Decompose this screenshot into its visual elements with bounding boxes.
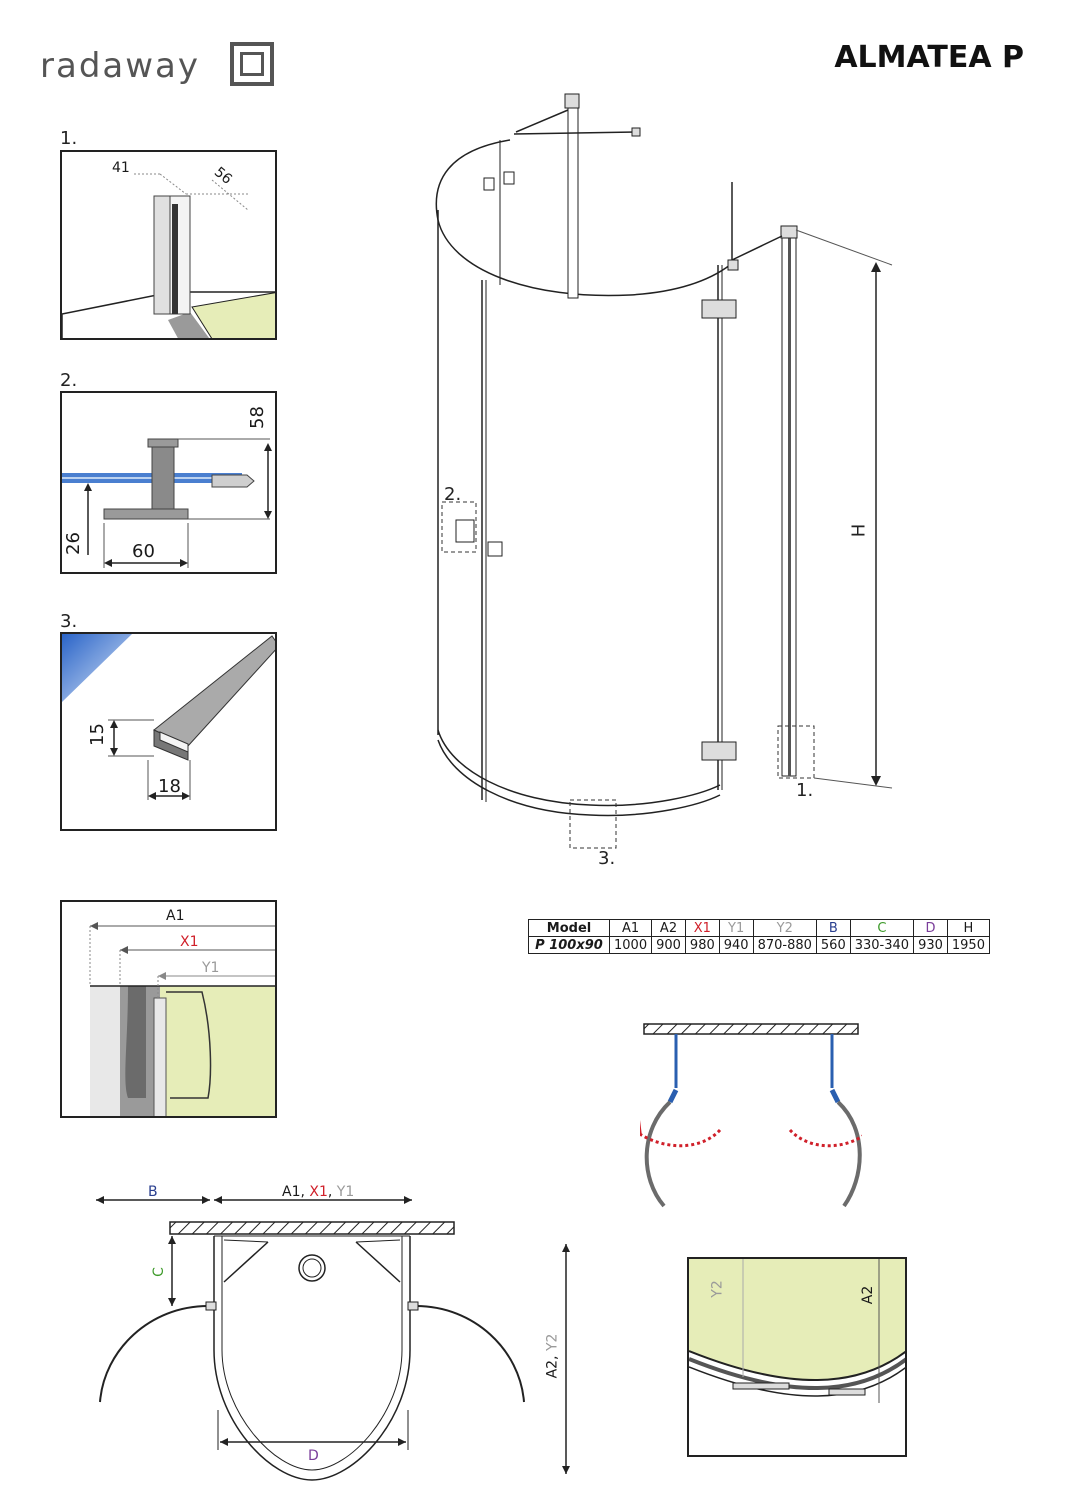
table-row: P 100x90 1000 900 980 940 870-880 560 33…: [528, 936, 990, 954]
corner-detail-drawing: [689, 1259, 905, 1403]
plan-y1-text: Y1: [336, 1184, 355, 1200]
plan-x1-text: X1: [309, 1184, 328, 1200]
plan-a1-label: A1, X1, Y1: [282, 1184, 355, 1200]
spec-cell-y2: 870-880: [752, 936, 817, 954]
detail-2-box: 58 26 60: [60, 391, 277, 574]
spec-cell-model: P 100x90: [528, 936, 610, 954]
detail-3-drawing: [62, 634, 275, 800]
corner-a2-label: A2: [860, 1285, 877, 1305]
corner-detail-box: Y2 A2: [687, 1257, 907, 1457]
corner-y2-label: Y2: [709, 1280, 726, 1298]
spec-header-y2: Y2: [752, 919, 817, 937]
main-enclosure-svg: [435, 93, 893, 849]
detail-3-box: 15 18: [60, 632, 277, 831]
plan-a2-text: A2: [544, 1359, 561, 1379]
spec-cell-h: 1950: [946, 936, 990, 954]
detail-1-number: 1.: [60, 128, 78, 149]
plan-view-svg: [96, 1196, 570, 1481]
brand-name: radaway: [40, 46, 200, 86]
door-swing-diagram: [640, 1018, 862, 1218]
detail-1-box: 41 56: [60, 150, 277, 340]
plan-a2-label: A2, Y2: [544, 1333, 561, 1379]
spec-cell-a1: 1000: [608, 936, 653, 954]
detail-1-drawing: [62, 173, 275, 338]
detail-3-dim-15: 15: [86, 723, 108, 746]
section-x1-label: X1: [180, 934, 199, 950]
main-enclosure-drawing: H 1. 2. 3.: [420, 90, 900, 880]
spec-header-b: B: [815, 919, 851, 937]
spec-header-h: H: [946, 919, 990, 937]
section-detail-drawing: [89, 922, 275, 1116]
spec-cell-d: 930: [913, 936, 948, 954]
spec-cell-a2: 900: [651, 936, 686, 954]
spec-cell-y1: 940: [718, 936, 754, 954]
plan-b-label: B: [148, 1184, 158, 1200]
spec-header-a2: A2: [651, 919, 686, 937]
section-a1-label: A1: [166, 908, 185, 924]
spec-table: Model A1 A2 X1 Y1 Y2 B C D H P 100x90 10…: [528, 919, 990, 954]
callout-3: 3.: [598, 848, 616, 869]
detail-2-number: 2.: [60, 370, 78, 391]
detail-2-dim-58: 58: [246, 406, 268, 429]
plan-y2-text: Y2: [544, 1333, 561, 1352]
spec-cell-b: 560: [815, 936, 851, 954]
detail-2-dim-60: 60: [132, 541, 155, 562]
spec-cell-x1: 980: [684, 936, 720, 954]
spec-table-header-row: Model A1 A2 X1 Y1 Y2 B C D H: [528, 919, 990, 937]
plan-d-label: D: [308, 1448, 319, 1464]
section-y1-label: Y1: [202, 960, 220, 976]
spec-header-d: D: [913, 919, 948, 937]
spec-cell-c: 330-340: [849, 936, 915, 954]
height-label: H: [848, 523, 870, 538]
door-swing-svg: [640, 1023, 862, 1208]
plan-view: B A1, X1, Y1 C D A2, Y2: [90, 1180, 590, 1500]
plan-c-label: C: [150, 1267, 167, 1277]
spec-header-x1: X1: [684, 919, 720, 937]
plan-a1-text: A1: [282, 1184, 301, 1200]
brand-logo: radaway: [40, 40, 280, 94]
spec-header-model: Model: [528, 919, 610, 937]
detail-3-number: 3.: [60, 611, 78, 632]
section-detail-box: A1 X1 Y1: [60, 900, 277, 1118]
detail-2-dim-26: 26: [62, 532, 84, 555]
callout-2: 2.: [444, 484, 462, 505]
spec-header-a1: A1: [608, 919, 653, 937]
spec-header-c: C: [849, 919, 915, 937]
detail-3-dim-18: 18: [158, 776, 181, 797]
brand-logo-icon: [230, 42, 274, 86]
detail-2-drawing: [62, 438, 272, 568]
callout-1: 1.: [796, 780, 814, 801]
model-title: ALMATEA P: [834, 40, 1024, 75]
detail-1-dim-41: 41: [112, 160, 130, 176]
spec-header-y1: Y1: [718, 919, 754, 937]
